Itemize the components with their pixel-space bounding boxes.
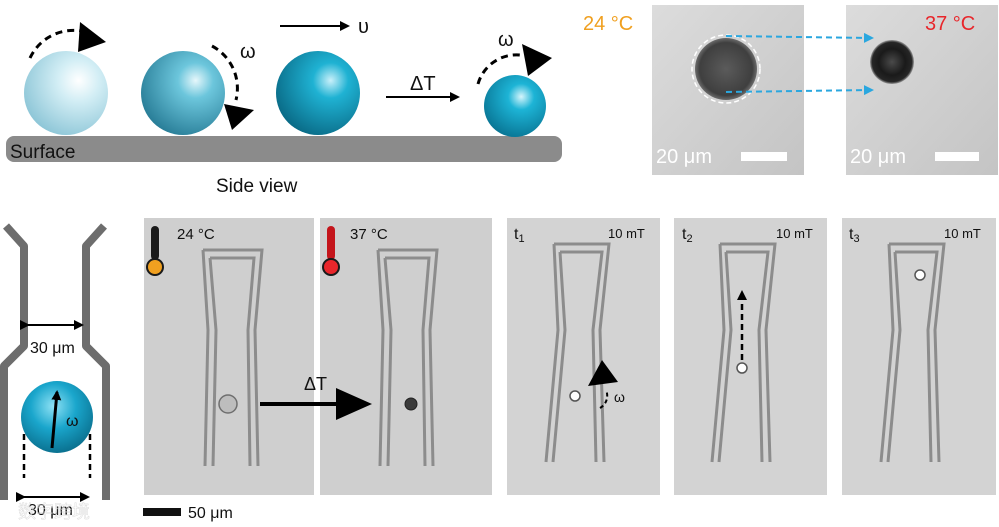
panel-37c-bg xyxy=(320,218,492,495)
width-label-bottom: 30 μm xyxy=(28,502,73,519)
particle-panel-3 xyxy=(569,390,581,402)
schematic-omega-label: ω xyxy=(66,413,79,430)
rotation-arrowhead-panel-3 xyxy=(588,360,618,386)
rolling-diagram: Surface ω ω υ ΔT Side view xyxy=(6,16,562,197)
omega-label-2: ω xyxy=(498,29,514,51)
arrowhead-2 xyxy=(224,104,254,130)
omega-label-1: ω xyxy=(240,41,256,63)
time-label-t3: t3 xyxy=(849,226,860,245)
sphere-mid xyxy=(141,51,225,135)
channel-wall-left xyxy=(0,223,28,500)
side-view-caption: Side view xyxy=(216,176,298,197)
velocity-label: υ xyxy=(358,16,369,38)
scale-bar-label: 50 μm xyxy=(188,505,233,522)
temp-label-37c: 37 °C xyxy=(925,13,975,35)
thermometer-red-bulb xyxy=(322,258,340,276)
panel-t3-bg xyxy=(842,218,996,495)
channel-structure-2 xyxy=(376,248,439,467)
particle-panel-1 xyxy=(218,394,238,414)
surface-label: Surface xyxy=(10,142,75,163)
arrowhead-3 xyxy=(522,44,552,76)
panel-37c: 37 °C xyxy=(320,218,492,495)
sphere-small xyxy=(484,75,546,137)
field-label-1: 10 mT xyxy=(608,226,645,241)
panel-t2: t2 10 mT xyxy=(674,218,827,495)
width-label-top: 30 μm xyxy=(30,340,75,357)
surface-bar xyxy=(6,136,562,162)
rotation-arrow-3 xyxy=(476,53,527,85)
channel-wall-right xyxy=(82,223,110,500)
arrowhead-1 xyxy=(78,22,106,52)
thermometer-red xyxy=(327,226,335,260)
scale-bar-37c xyxy=(935,152,979,161)
sphere-light xyxy=(24,51,108,135)
particle-37c xyxy=(870,40,914,84)
channel-structure-5 xyxy=(879,242,946,463)
particle-24c-outline xyxy=(691,34,761,104)
rotation-arc-panel-3 xyxy=(599,389,609,409)
particle-panel-4 xyxy=(736,362,748,374)
temp-label-24c: 24 °C xyxy=(583,13,633,35)
shrink-arrow-bottom xyxy=(725,85,874,96)
scale-label-24c: 20 μm xyxy=(656,146,712,168)
panel-24c-bg xyxy=(144,218,314,495)
channel-schematic: 30 μm ω 30 μm xyxy=(0,223,110,519)
time-label-t1: t1 xyxy=(514,226,525,245)
delta-t-label-bottom: ΔT xyxy=(304,374,327,394)
thermometer-yellow xyxy=(151,226,159,260)
particle-panel-2 xyxy=(404,397,418,411)
watermark: 数字跨境 xyxy=(18,502,90,522)
scale-label-37c: 20 μm xyxy=(850,146,906,168)
scale-bar-24c xyxy=(741,152,787,161)
panel-t3: t3 10 mT xyxy=(842,218,996,495)
particle-panel-5 xyxy=(914,269,926,281)
time-label-t2: t2 xyxy=(682,226,693,245)
field-label-3: 10 mT xyxy=(944,226,981,241)
micrograph-37c: 20 μm 37 °C xyxy=(846,5,998,175)
panel-t1-bg xyxy=(507,218,660,495)
temp-label-panel-1: 24 °C xyxy=(177,226,215,243)
delta-t-label-top: ΔT xyxy=(410,73,436,95)
channel-structure-4 xyxy=(710,242,777,463)
micrograph-24c: 20 μm xyxy=(652,5,804,175)
panel-t1: ω t1 10 mT xyxy=(507,218,660,495)
channel-structure-1 xyxy=(201,248,264,467)
temp-label-panel-2: 37 °C xyxy=(350,226,388,243)
channel-structure-3 xyxy=(544,242,611,463)
field-label-2: 10 mT xyxy=(776,226,813,241)
shrink-arrow-top xyxy=(725,32,874,43)
delta-t-arrow-bottom xyxy=(260,388,372,420)
panel-t2-bg xyxy=(674,218,827,495)
rotation-axis-arrow xyxy=(50,390,62,449)
panel-24c: 24 °C xyxy=(144,218,314,495)
sphere-dark xyxy=(276,51,360,135)
particle-24c xyxy=(695,38,757,100)
scale-bar-bottom xyxy=(143,508,181,516)
omega-label-panel-3: ω xyxy=(614,389,625,405)
thermometer-yellow-bulb xyxy=(146,258,164,276)
schematic-sphere xyxy=(21,381,93,453)
